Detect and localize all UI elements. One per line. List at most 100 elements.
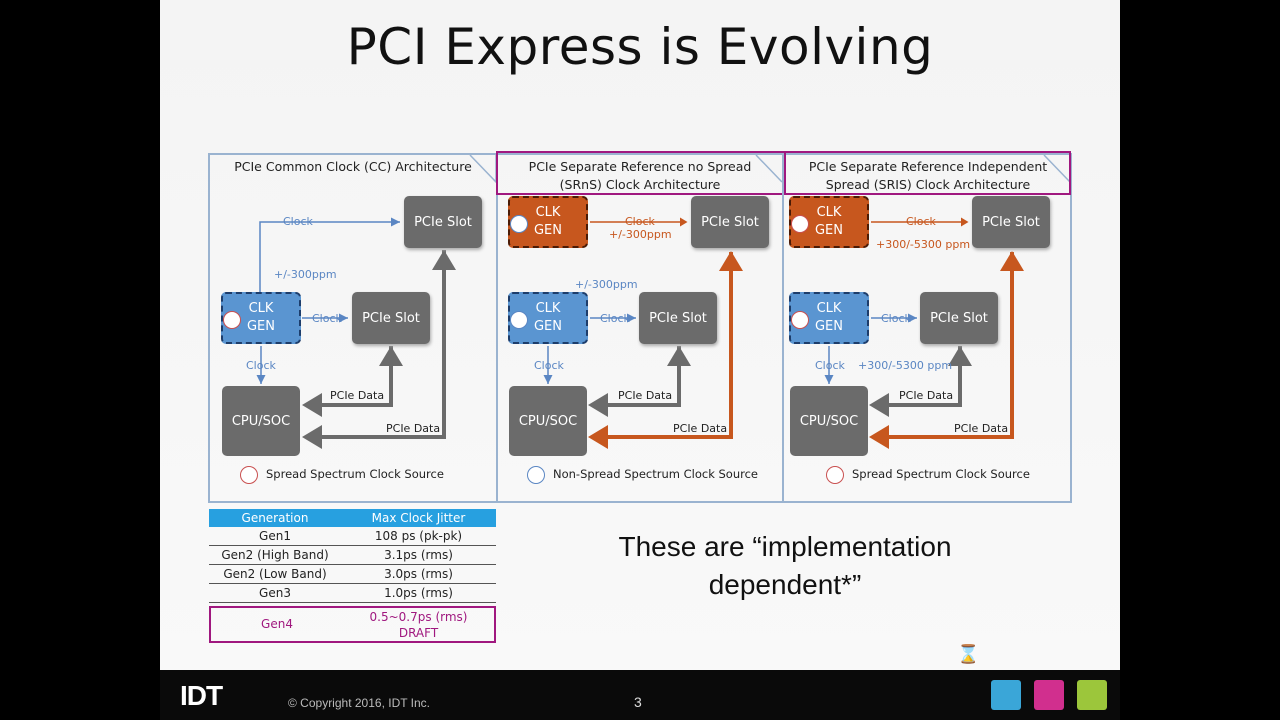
- table-header-row: Generation Max Clock Jitter: [209, 509, 496, 527]
- table-cell: Gen3: [209, 583, 341, 603]
- table-row: Gen2 (Low Band)3.0ps (rms): [209, 564, 496, 584]
- table-header: Generation: [209, 509, 341, 527]
- clk-gen-label: GEN: [814, 223, 843, 238]
- page-number: 3: [634, 694, 642, 710]
- gen4-value: 0.5~0.7ps (rms) DRAFT: [343, 609, 494, 641]
- clk-gen-label: GEN: [814, 319, 843, 334]
- spread-spectrum-icon: [223, 311, 241, 329]
- clk-gen-label: CLK: [248, 301, 274, 316]
- clk-gen-label: CLK: [816, 205, 842, 220]
- p1-data-line-long: [302, 250, 446, 449]
- table-cell: 1.0ps (rms): [341, 583, 496, 603]
- pcie-data-label: PCIe Data: [899, 389, 954, 402]
- clk-gen-label: GEN: [533, 223, 562, 238]
- clk-gen-label: CLK: [535, 301, 561, 316]
- clock-label: Clock: [625, 215, 655, 228]
- cpu-soc-box: CPU/SOC: [790, 386, 868, 456]
- table-cell: 3.1ps (rms): [341, 545, 496, 565]
- gen4-name: Gen4: [261, 617, 293, 631]
- panel-title-line: Spread (SRIS) Clock Architecture: [825, 177, 1031, 192]
- pcie-data-label: PCIe Data: [386, 422, 441, 435]
- hourglass-icon: ⌛: [957, 644, 980, 664]
- implementation-note-line: These are “implementation: [618, 531, 952, 562]
- gen4-row: Gen4 0.5~0.7ps (rms) DRAFT: [209, 606, 496, 643]
- panel-sris-title: PCIe Separate Reference Independent Spre…: [788, 158, 1068, 194]
- clk-gen-label: CLK: [816, 301, 842, 316]
- panel-title-line: (SRnS) Clock Architecture: [559, 177, 721, 192]
- ppm-label: +300/-5300 ppm: [876, 238, 971, 251]
- pcie-slot-box: PCIe Slot: [352, 292, 430, 344]
- pcie-data-label: PCIe Data: [618, 389, 673, 402]
- non-spread-spectrum-icon: [510, 311, 528, 329]
- slide: PCI Express is Evolving: [160, 0, 1120, 670]
- clk-gen-label: GEN: [246, 319, 275, 334]
- clock-label: Clock: [600, 312, 630, 325]
- copyright-text: © Copyright 2016, IDT Inc.: [288, 696, 431, 710]
- idt-logo: IDT: [180, 680, 223, 711]
- pcie-slot-box: PCIe Slot: [972, 196, 1050, 248]
- pcie-slot-box: PCIe Slot: [404, 196, 482, 248]
- footer-bar: IDT © Copyright 2016, IDT Inc. 3: [160, 670, 1120, 720]
- pcie-data-label: PCIe Data: [954, 422, 1009, 435]
- p2-corner-triangle: [755, 154, 783, 183]
- implementation-note: These are “implementation dependent*”: [560, 528, 1010, 604]
- ppm-label: +/-300ppm: [609, 228, 672, 241]
- panel-title-line: PCIe Common Clock (CC) Architecture: [234, 159, 472, 174]
- clk-gen-box: CLK GEN: [789, 196, 869, 248]
- p2-data-line-long: [588, 252, 733, 449]
- clock-label: Clock: [906, 215, 936, 228]
- table-cell: 108 ps (pk-pk): [341, 527, 496, 546]
- legend-label: Spread Spectrum Clock Source: [852, 467, 1030, 481]
- ppm-label: +/-300ppm: [274, 268, 337, 281]
- pcie-data-label: PCIe Data: [673, 422, 728, 435]
- table-row: Gen2 (High Band)3.1ps (rms): [209, 545, 496, 565]
- legend-label: Spread Spectrum Clock Source: [266, 467, 444, 481]
- clk-gen-box: CLK GEN: [789, 292, 869, 344]
- gen4-value-line: DRAFT: [398, 626, 439, 640]
- panel-title-line: PCIe Separate Reference Independent: [808, 159, 1048, 174]
- pcie-slot-box: PCIe Slot: [920, 292, 998, 344]
- ppm-label: +/-300ppm: [575, 278, 638, 291]
- panel-title-line: PCIe Separate Reference no Spread: [528, 159, 752, 174]
- clock-label: Clock: [534, 359, 564, 372]
- table-cell: Gen1: [209, 527, 341, 546]
- cpu-soc-box: CPU/SOC: [222, 386, 300, 456]
- spread-spectrum-icon: [240, 466, 258, 484]
- non-spread-spectrum-icon: [510, 215, 528, 233]
- p3-data-line-long: [869, 252, 1014, 449]
- p3-corner-triangle: [1043, 154, 1071, 183]
- panel-sris-title-box: [784, 151, 1071, 195]
- diagram-connections: [256, 154, 1071, 449]
- panel-srns-title: PCIe Separate Reference no Spread (SRnS)…: [500, 158, 780, 194]
- cpu-soc-box: CPU/SOC: [509, 386, 587, 456]
- ppm-label: +300/-5300 ppm: [858, 359, 953, 372]
- clock-label: Clock: [246, 359, 276, 372]
- spread-spectrum-icon: [791, 311, 809, 329]
- p1-clock-line-top: [259, 217, 400, 292]
- pcie-slot-box: PCIe Slot: [691, 196, 769, 248]
- clock-label: Clock: [283, 215, 313, 228]
- table-cell: 3.0ps (rms): [341, 564, 496, 584]
- table-cell: Gen2 (High Band): [209, 545, 341, 565]
- automotive-icon: [1034, 680, 1064, 710]
- slide-title: PCI Express is Evolving: [346, 18, 934, 76]
- pcie-data-label: PCIe Data: [330, 389, 385, 402]
- table-cell: Gen2 (Low Band): [209, 564, 341, 584]
- gen4-value-line: 0.5~0.7ps (rms): [369, 610, 468, 624]
- panel-sris: [782, 153, 1072, 503]
- clk-gen-box: CLK GEN: [221, 292, 301, 344]
- panel-common-clock-title: PCIe Common Clock (CC) Architecture: [218, 158, 488, 176]
- android-icon: [1077, 680, 1107, 710]
- pcie-slot-box: PCIe Slot: [639, 292, 717, 344]
- non-spread-spectrum-icon: [527, 466, 545, 484]
- legend-label: Non-Spread Spectrum Clock Source: [553, 467, 759, 481]
- implementation-note-line: dependent*”: [708, 569, 862, 600]
- home-automation-icon: [991, 680, 1021, 710]
- spread-spectrum-icon: [826, 466, 844, 484]
- clock-label: Clock: [881, 312, 911, 325]
- clock-label: Clock: [815, 359, 845, 372]
